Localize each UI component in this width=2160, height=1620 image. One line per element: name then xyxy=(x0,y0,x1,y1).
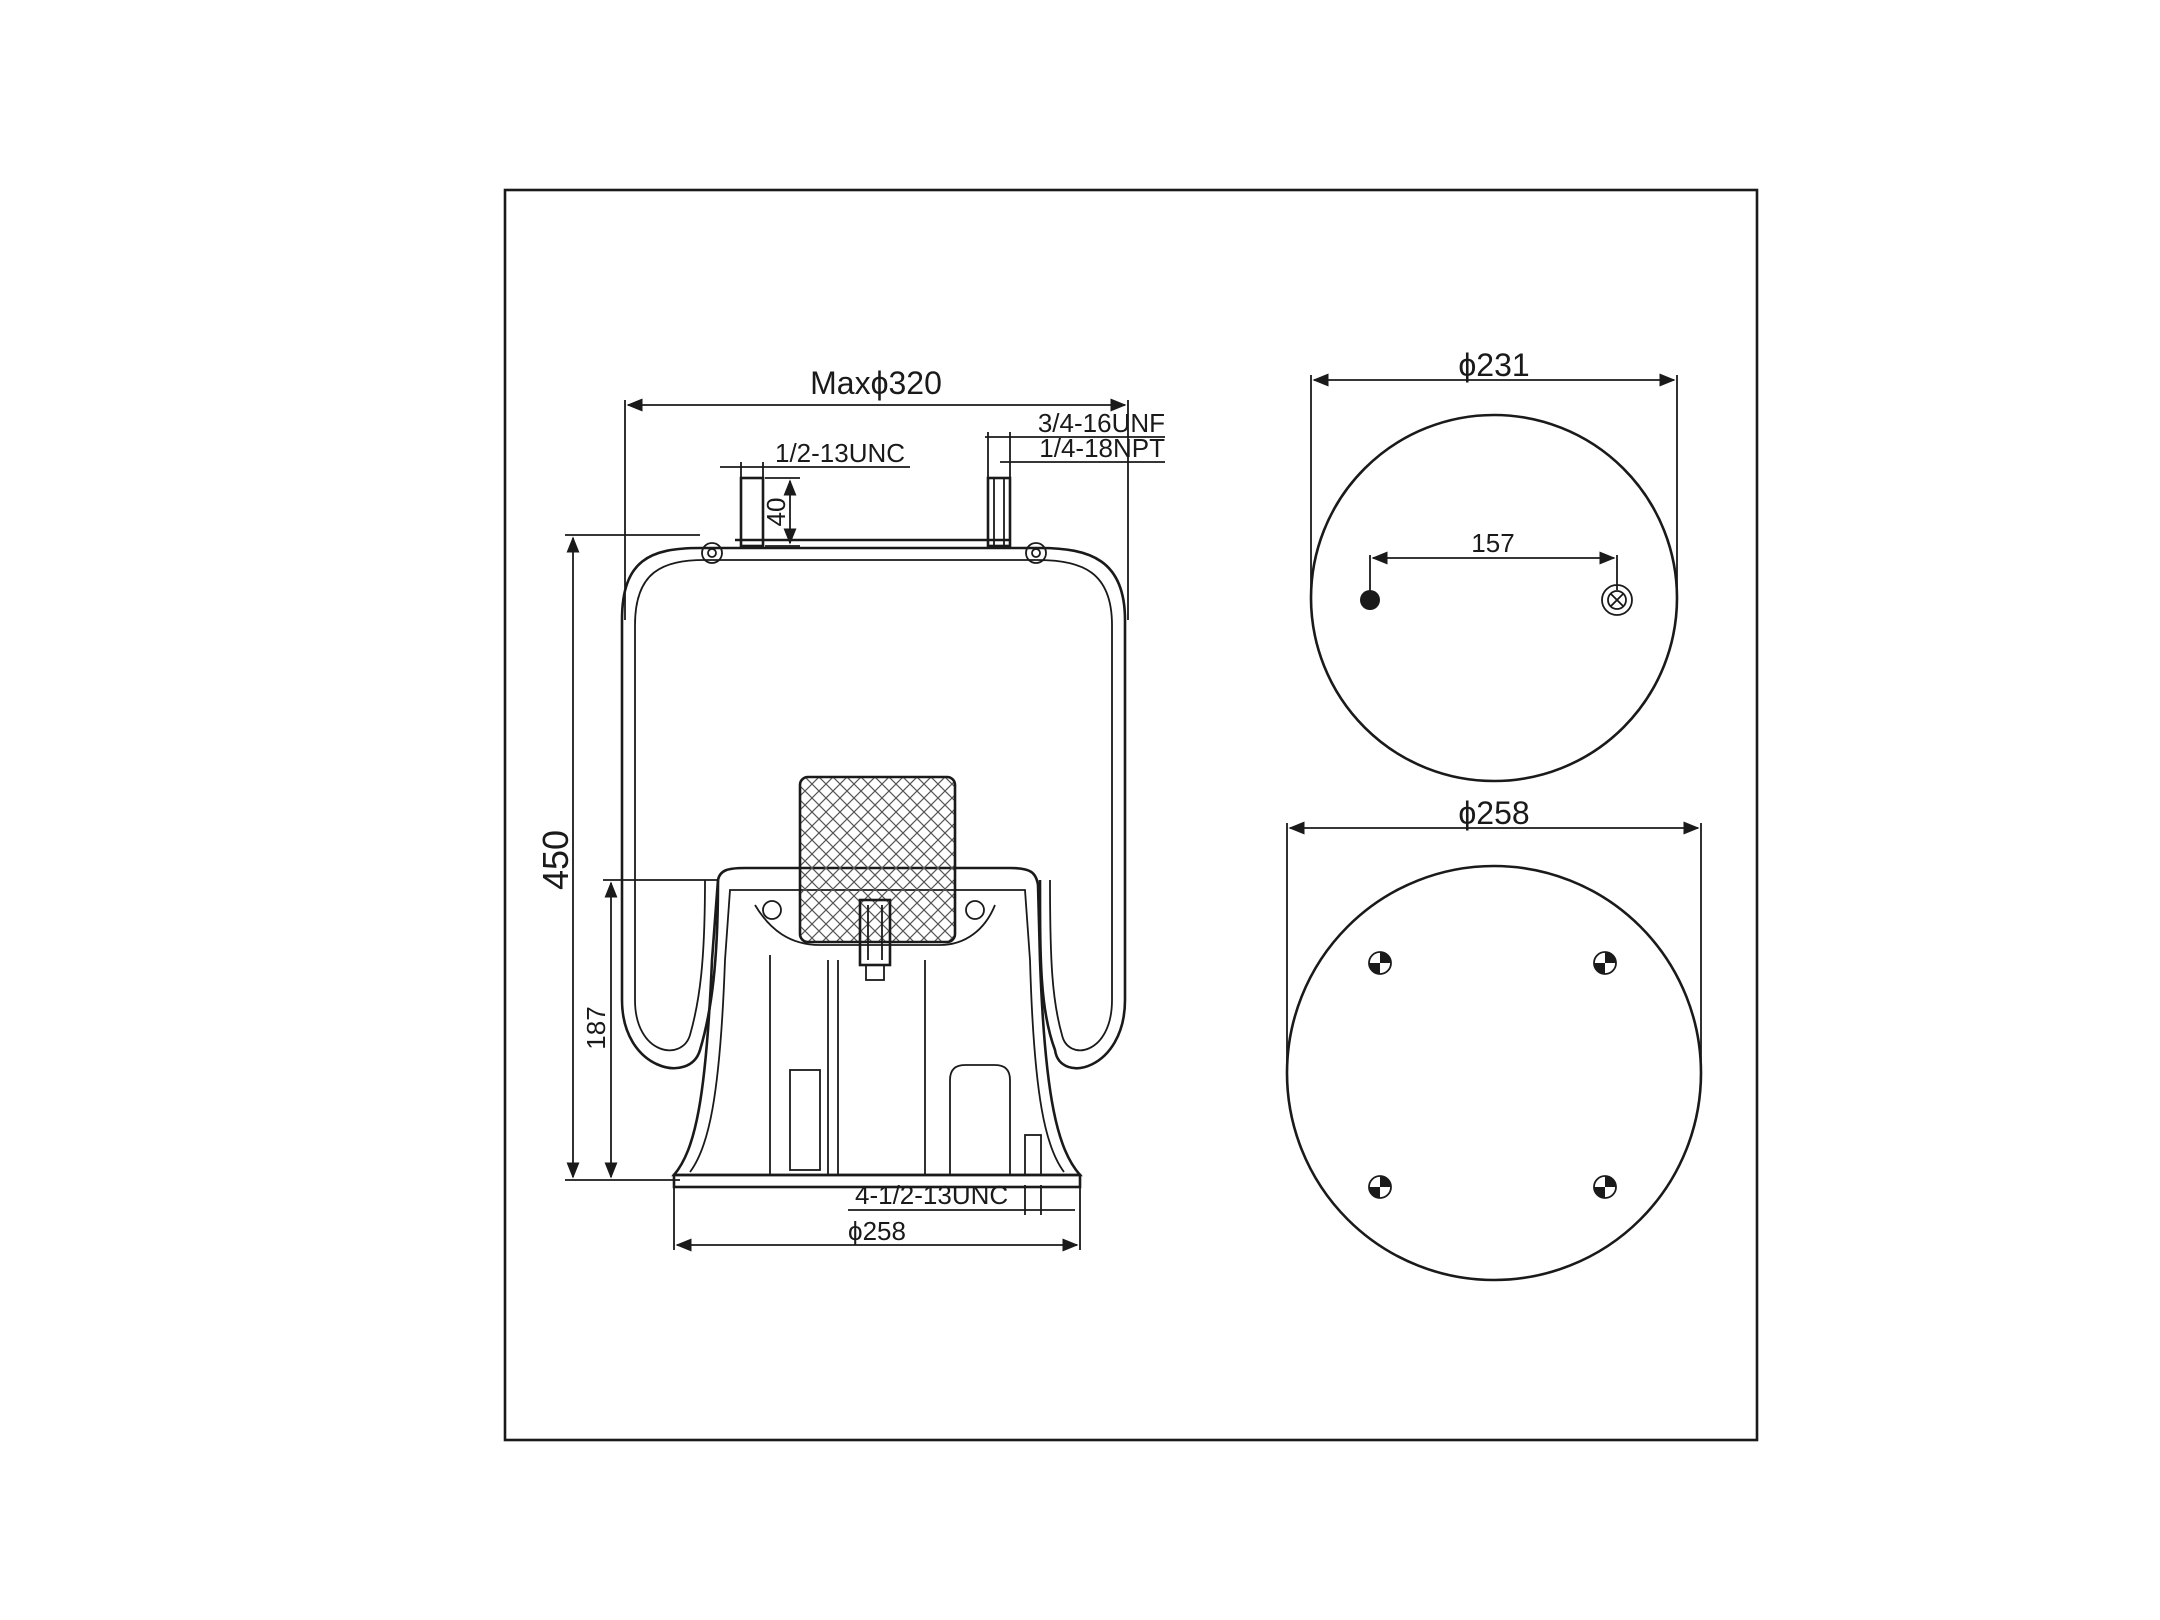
overall-height-label: 450 xyxy=(535,830,576,890)
bolt-hole-icon xyxy=(1368,951,1392,975)
bolt-hole-icon xyxy=(1593,1175,1617,1199)
stud-hole-icon xyxy=(1360,590,1380,610)
bottom-plate-view: ϕ258 xyxy=(1285,795,1703,1282)
drawing-frame xyxy=(503,188,1759,1442)
bumper xyxy=(798,775,957,944)
stud-spacing-label: 157 xyxy=(1471,528,1514,558)
bolt-hole-icon xyxy=(1593,951,1617,975)
side-view: Maxϕ320 3/4-16UNF 1/4-18NPT 1/2-13UNC 40… xyxy=(535,365,1165,1252)
base-diameter-label: ϕ258 xyxy=(848,1216,906,1246)
top-plate-diameter-label: ϕ231 xyxy=(1458,347,1529,383)
top-stud-right xyxy=(986,476,1012,548)
top-stud-left xyxy=(739,476,765,548)
air-fitting-icon xyxy=(1601,584,1633,616)
max-diameter-label: Maxϕ320 xyxy=(810,365,942,401)
thread-1-2-13unc-label: 1/2-13UNC xyxy=(775,438,905,468)
top-plate-view: ϕ231 157 xyxy=(1309,347,1679,783)
thread-1-4-18npt-label: 1/4-18NPT xyxy=(1039,433,1165,463)
piston xyxy=(671,866,1083,1177)
bottom-plate-diameter-label: ϕ258 xyxy=(1458,795,1529,831)
thread-3-4-16unf-label: 3/4-16UNF xyxy=(1038,408,1165,438)
stud-height-label: 40 xyxy=(761,498,791,527)
bolt-hole-icon xyxy=(1368,1175,1392,1199)
bottom-plate-circle xyxy=(1285,864,1703,1282)
piston-height-label: 187 xyxy=(581,1006,611,1049)
base-thread-label: 4-1/2-13UNC xyxy=(855,1180,1008,1210)
